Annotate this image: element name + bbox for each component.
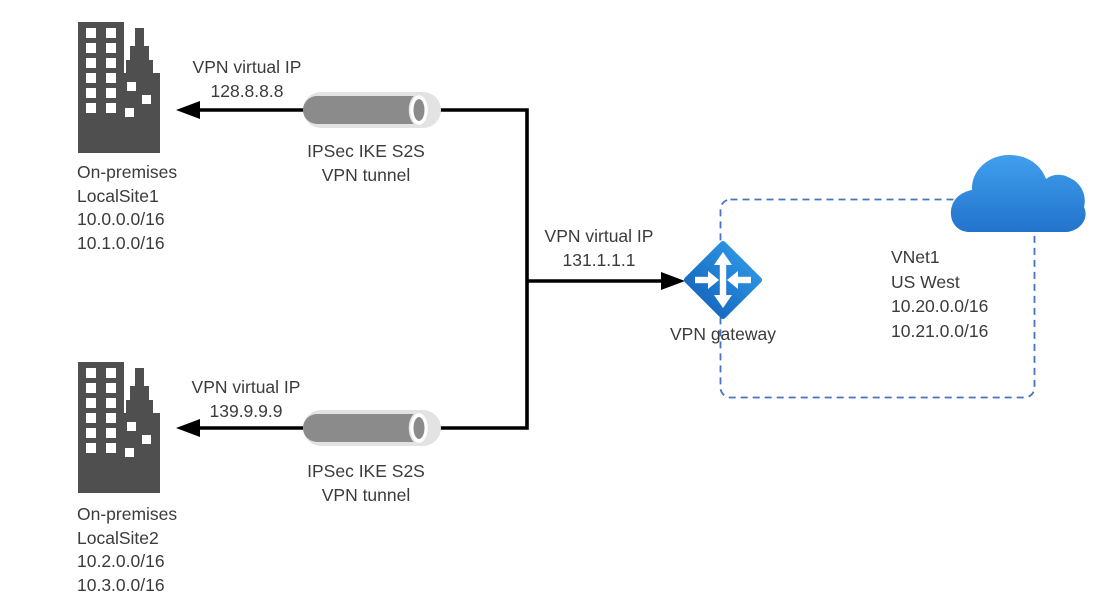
vpn-gateway-icon bbox=[683, 240, 763, 320]
arrowhead-site1 bbox=[176, 101, 200, 119]
tunnel1-vip-value: 128.8.8.8 bbox=[210, 80, 284, 101]
vnet-label: VNet1 US West 10.20.0.0/16 10.21.0.0/16 bbox=[891, 245, 988, 343]
arrowhead-gateway bbox=[661, 272, 685, 290]
vnet-line1: VNet1 bbox=[891, 247, 940, 267]
site2-line3: 10.2.0.0/16 bbox=[77, 551, 165, 571]
gateway-name: VPN gateway bbox=[669, 324, 777, 344]
site2-line4: 10.3.0.0/16 bbox=[77, 574, 165, 595]
tunnel2-vip-value: 139.9.9.9 bbox=[209, 400, 283, 421]
arrowhead-site2 bbox=[176, 419, 200, 437]
site2-line1: On-premises bbox=[77, 504, 178, 524]
tunnel2-name-line1: IPSec IKE S2S bbox=[307, 461, 425, 481]
tunnel2-pipe-icon bbox=[302, 409, 442, 447]
tunnel1-vip-label: VPN virtual IP 128.8.8.8 bbox=[193, 56, 302, 103]
site1-building-icon bbox=[78, 22, 160, 153]
gateway-label: VPN gateway bbox=[670, 323, 776, 347]
vnet-line4: 10.21.0.0/16 bbox=[891, 320, 989, 341]
tunnel2-vip-label: VPN virtual IP 139.9.9.9 bbox=[192, 376, 301, 423]
vnet-line2: US West bbox=[891, 271, 960, 292]
tunnel1-name-line2: VPN tunnel bbox=[321, 164, 411, 185]
tunnel1-pipe-icon bbox=[302, 91, 442, 129]
gateway-vip-value: 131.1.1.1 bbox=[562, 249, 636, 270]
site2-label: On-premises LocalSite2 10.2.0.0/16 10.3.… bbox=[77, 503, 177, 597]
gateway-vip-label: VPN virtual IP 131.1.1.1 bbox=[545, 225, 654, 272]
site1-line4: 10.1.0.0/16 bbox=[77, 232, 165, 253]
site2-line2: LocalSite2 bbox=[77, 527, 159, 548]
site1-line3: 10.0.0.0/16 bbox=[77, 209, 165, 229]
tunnel1-name-line1: IPSec IKE S2S bbox=[307, 141, 425, 161]
site1-line2: LocalSite1 bbox=[77, 185, 159, 206]
tunnel1-vip-title: VPN virtual IP bbox=[192, 57, 302, 77]
site2-building-icon bbox=[78, 362, 160, 493]
site1-label: On-premises LocalSite1 10.0.0.0/16 10.1.… bbox=[77, 161, 177, 255]
tunnel2-name-line2: VPN tunnel bbox=[321, 484, 411, 505]
tunnel2-vip-title: VPN virtual IP bbox=[191, 377, 301, 397]
tunnel2-name-label: IPSec IKE S2S VPN tunnel bbox=[307, 460, 425, 507]
tunnel1-name-label: IPSec IKE S2S VPN tunnel bbox=[307, 140, 425, 187]
site1-line1: On-premises bbox=[77, 162, 178, 182]
azure-cloud-icon bbox=[950, 155, 1086, 232]
vnet-line3: 10.20.0.0/16 bbox=[891, 296, 989, 316]
gateway-vip-title: VPN virtual IP bbox=[544, 226, 654, 246]
